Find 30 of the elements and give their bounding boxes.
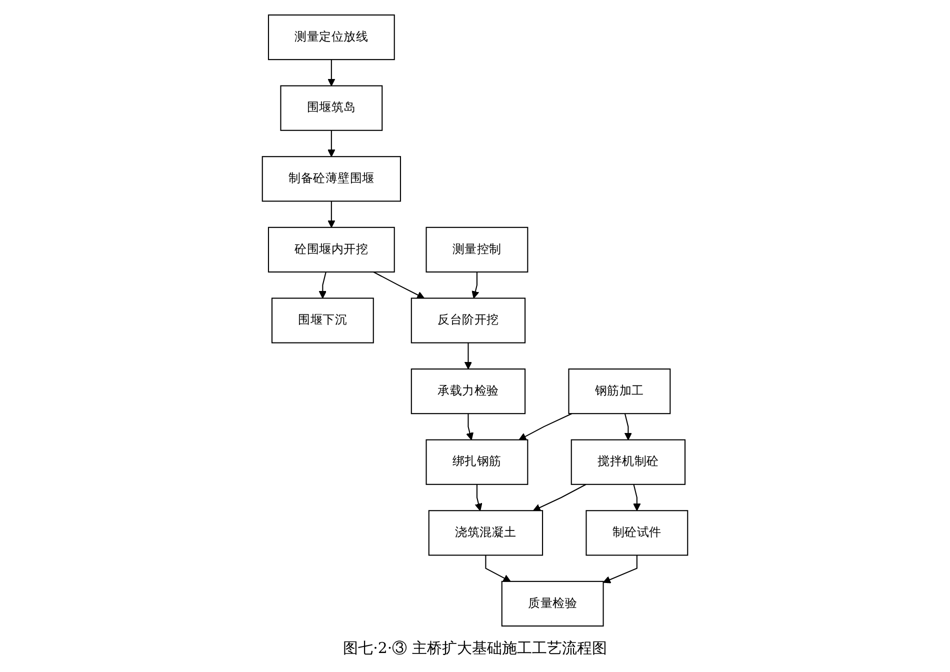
node-box: 制砼试件 xyxy=(586,510,688,556)
arrow xyxy=(464,342,472,370)
arrow xyxy=(485,555,511,582)
caption: 图七·2·③ 主桥扩大基础施工工艺流程图 xyxy=(343,638,607,659)
arrow xyxy=(472,272,480,299)
node-box: 钢筋加工 xyxy=(568,368,671,414)
node-box: 质量检验 xyxy=(501,580,604,627)
node-box: 砼围堰内开挖 xyxy=(268,226,395,272)
arrow xyxy=(328,60,336,86)
node-box: 围堰筑岛 xyxy=(280,85,383,131)
arrow xyxy=(328,130,336,157)
arrow xyxy=(373,272,425,299)
arrow xyxy=(474,484,482,511)
node-box: 测量定位放线 xyxy=(268,14,395,60)
node-box: 反台阶开挖 xyxy=(410,298,526,344)
arrow xyxy=(318,272,327,299)
arrow xyxy=(518,413,572,440)
node-box: 搅拌机制砼 xyxy=(570,439,686,485)
arrow xyxy=(602,555,638,584)
node-box: 绑扎钢筋 xyxy=(426,439,528,485)
arrow xyxy=(624,413,632,440)
node-box: 承载力检验 xyxy=(410,368,526,414)
arrow xyxy=(328,201,336,228)
node-box: 浇筑混凝土 xyxy=(428,510,544,556)
node-box: 制备砼薄壁围堰 xyxy=(262,156,401,202)
arrow xyxy=(466,414,474,440)
node-box: 围堰下沉 xyxy=(271,298,374,344)
arrow xyxy=(532,484,586,512)
arrow xyxy=(633,484,641,511)
node-box: 测量控制 xyxy=(426,226,528,272)
